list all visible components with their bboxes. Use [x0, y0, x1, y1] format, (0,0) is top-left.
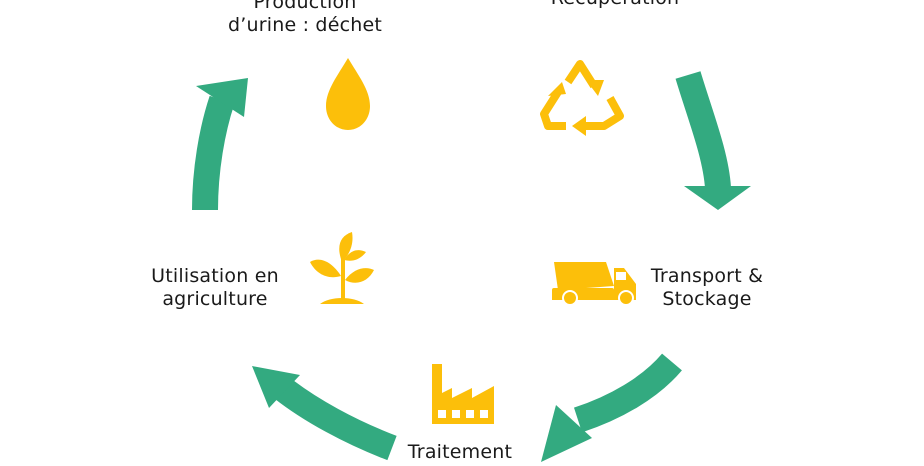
arrow-transport-to-traitement [541, 353, 682, 462]
step-label-transport: Transport & Stockage [632, 265, 782, 311]
arrow-utilisation-to-production [192, 78, 248, 211]
step-label-production: Production d’urine : déchet [210, 0, 400, 37]
step-label-line: Utilisation en [151, 265, 279, 287]
arrow-recuperation-to-transport [675, 71, 751, 210]
plant-icon [310, 232, 374, 304]
step-label-line: Traitement [407, 441, 513, 463]
step-label-utilisation: Utilisation en agriculture [130, 265, 300, 311]
drop-icon [326, 58, 370, 130]
step-label-line: Stockage [662, 288, 752, 310]
arrow-traitement-to-utilisation [252, 366, 397, 461]
step-label-line: Récupération [520, 0, 710, 10]
step-label-line: Production [253, 0, 357, 13]
truck-icon [552, 262, 636, 306]
step-label-line: Transport & [650, 265, 764, 287]
step-label-line: d’urine : déchet [227, 14, 383, 36]
recycle-icon [540, 60, 624, 136]
step-label-recuperation: Récupération [520, 0, 710, 10]
step-label-line: agriculture [162, 288, 268, 310]
step-label-traitement: Traitement [385, 441, 535, 464]
factory-icon [432, 364, 494, 424]
